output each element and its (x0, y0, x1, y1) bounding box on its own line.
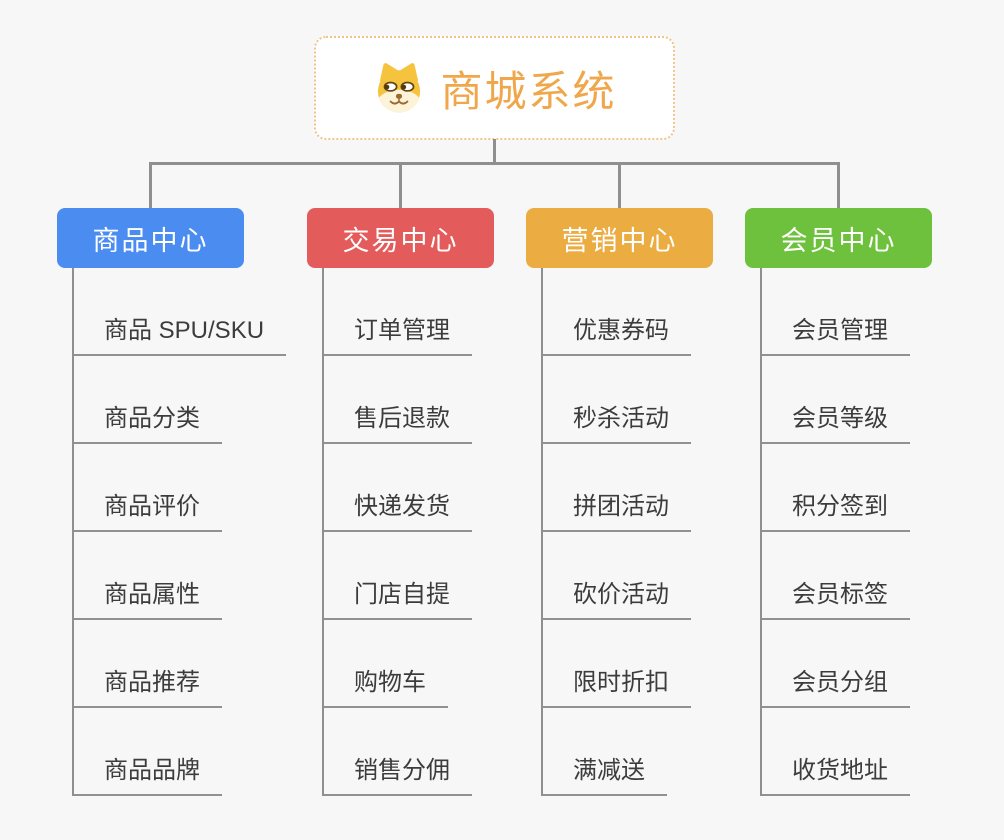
branch-node-trade-center[interactable]: 交易中心 (307, 208, 494, 268)
connector-root-stub (493, 139, 496, 163)
branch-node-marketing-center[interactable]: 营销中心 (526, 208, 713, 268)
connector-drop-2 (399, 162, 402, 209)
child-node[interactable]: 会员管理 (762, 268, 910, 356)
child-node[interactable]: 拼团活动 (543, 444, 691, 532)
child-node[interactable]: 会员标签 (762, 532, 910, 620)
child-node[interactable]: 会员等级 (762, 356, 910, 444)
child-node[interactable]: 商品分类 (74, 356, 222, 444)
connector-drop-3 (618, 162, 621, 209)
child-node[interactable]: 限时折扣 (543, 620, 691, 708)
child-node[interactable]: 会员分组 (762, 620, 910, 708)
root-node[interactable]: 商城系统 (314, 36, 675, 140)
child-node[interactable]: 购物车 (324, 620, 448, 708)
connector-horizontal (149, 162, 840, 165)
connector-drop-4 (837, 162, 840, 209)
child-node[interactable]: 商品评价 (74, 444, 222, 532)
child-node[interactable]: 门店自提 (324, 532, 472, 620)
child-node[interactable]: 商品属性 (74, 532, 222, 620)
child-node[interactable]: 商品品牌 (74, 708, 222, 796)
child-node[interactable]: 满减送 (543, 708, 667, 796)
child-node[interactable]: 优惠券码 (543, 268, 691, 356)
children-member-center: 会员管理 会员等级 积分签到 会员标签 会员分组 收货地址 (760, 268, 910, 796)
root-title: 商城系统 (440, 67, 617, 115)
child-node[interactable]: 积分签到 (762, 444, 910, 532)
child-node[interactable]: 快递发货 (324, 444, 472, 532)
connector-drop-1 (149, 162, 152, 209)
branch-node-member-center[interactable]: 会员中心 (745, 208, 932, 268)
child-node[interactable]: 商品推荐 (74, 620, 222, 708)
children-trade-center: 订单管理 售后退款 快递发货 门店自提 购物车 销售分佣 (322, 268, 472, 796)
child-node[interactable]: 订单管理 (324, 268, 472, 356)
child-node[interactable]: 销售分佣 (324, 708, 472, 796)
child-node[interactable]: 砍价活动 (543, 532, 691, 620)
child-node[interactable]: 收货地址 (762, 708, 910, 796)
child-node[interactable]: 商品 SPU/SKU (74, 268, 287, 356)
branch-node-product-center[interactable]: 商品中心 (57, 208, 244, 268)
child-node[interactable]: 秒杀活动 (543, 356, 691, 444)
children-product-center: 商品 SPU/SKU 商品分类 商品评价 商品属性 商品推荐 商品品牌 (72, 268, 287, 796)
children-marketing-center: 优惠券码 秒杀活动 拼团活动 砍价活动 限时折扣 满减送 (541, 268, 691, 796)
child-node[interactable]: 售后退款 (324, 356, 472, 444)
dog-face-icon (372, 61, 426, 115)
